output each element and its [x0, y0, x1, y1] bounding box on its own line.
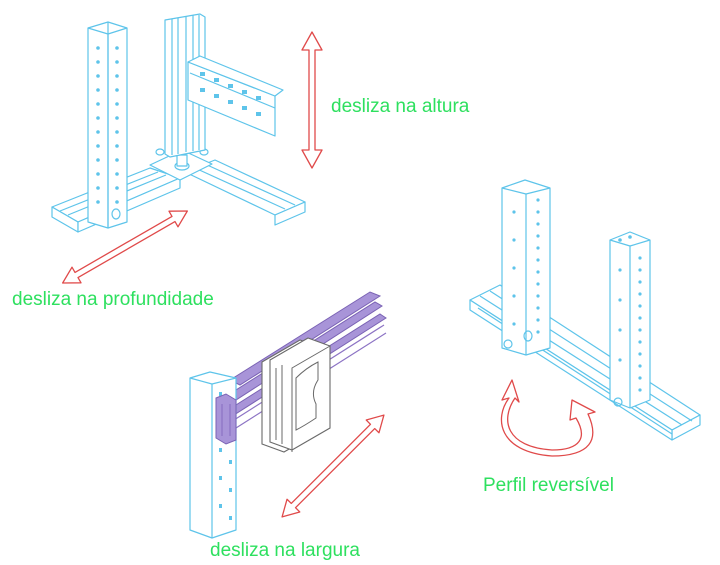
- gray-slider: [261, 337, 331, 453]
- height-bracket: [187, 55, 284, 137]
- reversible-assembly: [469, 179, 701, 441]
- depth-arrow-icon: [61, 210, 189, 284]
- height-arrow-icon: [301, 31, 323, 169]
- label-depth-slide: desliza na profundidade: [12, 289, 214, 310]
- corner-assembly: [51, 13, 306, 233]
- base-rail-right: [184, 159, 306, 226]
- label-height-slide: desliza na altura: [331, 96, 470, 117]
- corner-hub: [149, 148, 213, 181]
- width-arrow-icon: [281, 414, 385, 518]
- purple-clip: [215, 393, 237, 445]
- label-reversible-profile: Perfil reversível: [483, 475, 614, 496]
- label-width-slide: desliza na largura: [210, 540, 360, 561]
- tall-upright: [501, 179, 551, 356]
- short-upright: [609, 231, 651, 409]
- front-upright-1: [87, 21, 128, 229]
- width-assembly: [189, 291, 387, 539]
- reverse-arrow-icon: [500, 379, 596, 457]
